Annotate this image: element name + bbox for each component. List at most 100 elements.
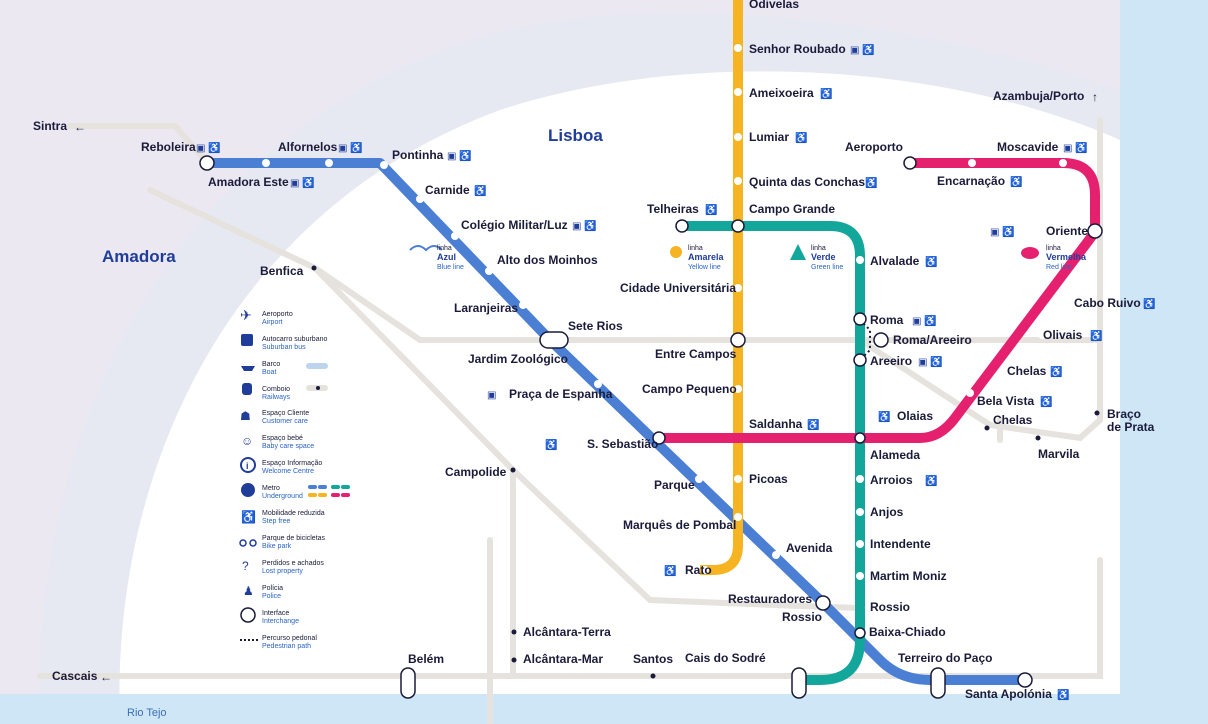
wheelchair-icon: ♿ [820,87,832,100]
rail-marvila: Marvila [1038,447,1080,461]
station-roma: Roma [870,313,904,327]
amadora-label: Amadora [102,247,176,266]
station-quinta-conchas: Quinta das Conchas [749,175,865,189]
rail-belem: Belém [408,652,444,666]
station-cidade-universitaria: Cidade Universitária [620,281,736,295]
line-azul [207,158,1025,685]
svg-text:Baby care space: Baby care space [262,443,314,450]
wheelchair-icon: ♿ [1090,329,1102,342]
station-marques-pombal: Marquês de Pombal [623,518,736,532]
rail-sete-rios: Sete Rios [568,319,623,333]
station-baixa-chiado: Baixa-Chiado [869,625,946,639]
wheelchair-icon: ♿ [1050,365,1062,378]
station-ameixoeira: Ameixoeira [749,86,814,100]
svg-text:Verde: Verde [811,252,836,262]
station-colegio-militar: Colégio Militar/Luz [461,218,568,232]
svg-text:Mobilidade reduzida: Mobilidade reduzida [262,510,325,517]
rail-alcantara-terra: Alcântara-Terra [523,625,611,639]
station-amadora-este: Amadora Este [208,175,289,189]
destination-sintra: Sintra ← [33,119,86,134]
station-rossio-green: Rossio [870,600,910,614]
svg-text:Customer care: Customer care [262,418,308,425]
svg-text:Barco: Barco [262,361,280,368]
svg-text:Bike park: Bike park [262,543,292,550]
river-east [1110,0,1208,724]
station-santa-apolonia: Santa Apolónia [965,687,1052,701]
station-rato: Rato [685,563,712,577]
interchange-markers [199,155,1103,699]
station-oriente: Oriente [1046,224,1088,238]
station-pontinha: Pontinha [392,148,444,162]
station-alameda: Alameda [870,448,920,462]
svg-text:Airport: Airport [262,319,283,326]
svg-text:Espaço Informação: Espaço Informação [262,460,322,467]
wheelchair-icon: ▣ ♿ [338,141,363,154]
station-alvalade: Alvalade [870,254,920,268]
bus-icon: ▣ ♿ [290,176,315,189]
wheelchair-icon: ♿ [241,510,256,524]
svg-text:linha: linha [1046,245,1061,252]
station-odivelas: Odivelas [749,0,799,11]
svg-text:Step free: Step free [262,518,291,525]
svg-text:linha: linha [688,245,703,252]
bus-icon: ▣ ♿ [196,141,221,154]
arrow-up-icon: ↑ [1092,90,1098,104]
svg-text:Perdidos e achados: Perdidos e achados [262,560,324,567]
svg-text:Polícia: Polícia [262,585,283,592]
bus-icon: ▣ ♿ [572,219,597,232]
river-tejo [0,694,1208,724]
wheelchair-icon: ♿ [474,184,486,197]
station-chelas: Chelas [1007,364,1047,378]
svg-text:Blue line: Blue line [437,264,464,271]
svg-text:Percurso pedonal: Percurso pedonal [262,635,317,642]
station-campo-grande: Campo Grande [749,202,835,216]
station-picoas: Picoas [749,472,788,486]
station-rossio: Rossio [782,610,822,624]
svg-text:Suburban bus: Suburban bus [262,344,306,351]
svg-text:i: i [246,461,249,471]
wheelchair-icon: ♿ [925,474,937,487]
destination-azambuja: Azambuja/Porto ↑ [993,89,1098,104]
station-alfornelos: Alfornelos [278,140,338,154]
svg-text:Pedestrian path: Pedestrian path [262,643,311,650]
wheelchair-icon: ▣ ♿ [912,314,937,327]
bus-icon: ▣ ♿ [447,149,472,162]
wheelchair-icon: ♿ [1057,688,1069,701]
arrow-left-icon: ← [74,120,86,134]
line-badge-vermelha: linha Vermelha Red line [1021,245,1087,271]
rail-de-prata: de Prata [1107,420,1155,434]
service-icons: ▣ ♿ ▣ ♿ ▣ ♿ ▣ ♿ ♿ ▣ ♿ ▣ ♿ ♿ ♿ ♿ ♿ ♿ ▣ ♿ … [196,43,1155,701]
station-entre-campos: Entre Campos [655,347,737,361]
svg-text:Espaço bebé: Espaço bebé [262,435,303,442]
svg-text:Metro: Metro [262,485,280,492]
bus-icon: ▣ ♿ [990,225,1015,238]
info-icon [240,457,256,473]
boat-icon [241,366,255,371]
wheelchair-icon: ♿ [1143,297,1155,310]
bus-icon: ▣ ♿ [1063,141,1088,154]
station-campo-pequeno: Campo Pequeno [642,382,737,396]
wheelchair-icon: ♿ [1040,395,1052,408]
rail-braco: Braço [1107,407,1141,421]
wheelchair-icon: ♿ [664,564,676,577]
rio-tejo-label: Rio Tejo [127,707,167,719]
lisboa-label: Lisboa [548,126,603,145]
rail-santos: Santos [633,652,673,666]
lost-property-icon: ? [242,559,249,573]
rail-benfica: Benfica [260,264,304,278]
svg-text:Interchange: Interchange [262,618,299,625]
station-labels: Reboleira Amadora Este Alfornelos Pontin… [141,0,1141,701]
station-reboleira: Reboleira [141,140,196,154]
station-telheiras: Telheiras [647,202,699,216]
station-senhor-roubado: Senhor Roubado [749,42,846,56]
